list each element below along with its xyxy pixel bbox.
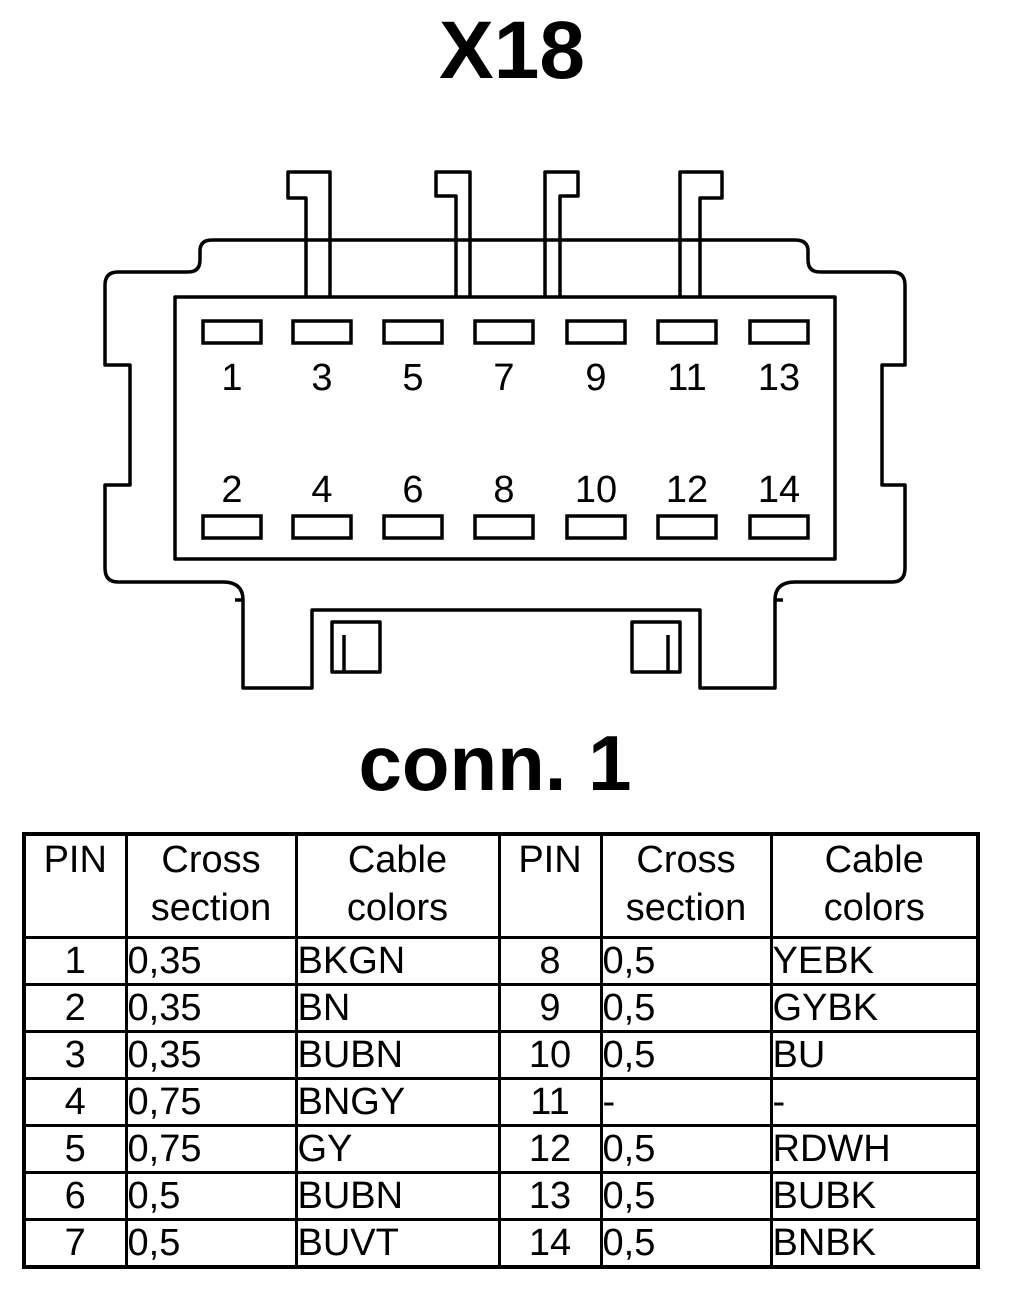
connector-id-title: X18 — [439, 5, 585, 96]
cross-section: 0,5 — [599, 1171, 773, 1221]
cross-section: 0,5 — [599, 983, 773, 1033]
pin-number: 1 — [22, 936, 128, 986]
pin-label: 10 — [575, 469, 617, 511]
pin-label: 14 — [758, 469, 800, 511]
cable-color: BUBN — [294, 1171, 501, 1221]
cross-section: 0,5 — [124, 1218, 298, 1269]
guide-peg — [330, 620, 382, 674]
cross-section: 0,5 — [599, 1218, 773, 1269]
cable-color: GYBK — [769, 983, 980, 1033]
pin-number: 11 — [497, 1077, 603, 1127]
cable-color: BUBK — [769, 1171, 980, 1221]
guide-peg — [630, 620, 682, 674]
cross-section: 0,35 — [124, 1030, 298, 1080]
header-pin: PIN — [22, 832, 128, 939]
pin-slot — [382, 514, 444, 540]
pin-row-bottom: 2 4 6 8 10 12 14 — [201, 469, 810, 540]
cross-section: 0,5 — [599, 1124, 773, 1174]
cable-color: YEBK — [769, 936, 980, 986]
table-row: 7 0,5 BUVT 14 0,5 BNBK — [22, 1218, 980, 1269]
pin-slot — [748, 319, 810, 345]
cross-section: 0,5 — [124, 1171, 298, 1221]
table-row: 6 0,5 BUBN 13 0,5 BUBK — [22, 1171, 980, 1221]
table-row: 3 0,35 BUBN 10 0,5 BU — [22, 1030, 980, 1080]
pin-number: 5 — [22, 1124, 128, 1174]
cable-color: GY — [294, 1124, 501, 1174]
pin-number: 12 — [497, 1124, 603, 1174]
pin-label: 5 — [402, 357, 423, 399]
pin-number: 4 — [22, 1077, 128, 1127]
pin-slot — [565, 319, 627, 345]
pin-number: 3 — [22, 1030, 128, 1080]
pin-slot — [382, 319, 444, 345]
cable-color: BNBK — [769, 1218, 980, 1269]
latch-tab — [543, 170, 580, 297]
cross-section: 0,35 — [124, 983, 298, 1033]
pin-slot — [656, 319, 718, 345]
pin-slot — [201, 514, 263, 540]
pin-label: 4 — [311, 469, 332, 511]
cable-color: BKGN — [294, 936, 501, 986]
pin-number: 2 — [22, 983, 128, 1033]
table-row: 5 0,75 GY 12 0,5 RDWH — [22, 1124, 980, 1174]
pin-label: 7 — [493, 357, 514, 399]
pin-slot — [565, 514, 627, 540]
pin-number: 7 — [22, 1218, 128, 1269]
cable-color: - — [769, 1077, 980, 1127]
pin-slot — [473, 319, 535, 345]
pin-slot — [201, 319, 263, 345]
pin-number: 6 — [22, 1171, 128, 1221]
table-row: 2 0,35 BN 9 0,5 GYBK — [22, 983, 980, 1033]
pin-label: 2 — [221, 469, 242, 511]
pin-slot — [291, 514, 353, 540]
pin-label: 6 — [402, 469, 423, 511]
latch-tab — [678, 170, 724, 297]
pin-slot — [656, 514, 718, 540]
cross-section: 0,35 — [124, 936, 298, 986]
cable-color: BNGY — [294, 1077, 501, 1127]
cable-color: RDWH — [769, 1124, 980, 1174]
header-pin: PIN — [497, 832, 603, 939]
pin-slot — [748, 514, 810, 540]
cable-color: BUBN — [294, 1030, 501, 1080]
cable-color: BU — [769, 1030, 980, 1080]
pin-label: 8 — [493, 469, 514, 511]
latch-tab — [286, 170, 332, 297]
pin-label: 11 — [667, 357, 706, 399]
cross-section: 0,5 — [599, 936, 773, 986]
pin-label: 9 — [585, 357, 606, 399]
pin-label: 3 — [311, 357, 332, 399]
connector-name-subtitle: conn. 1 — [358, 719, 632, 807]
pin-label: 1 — [221, 357, 242, 399]
table-row: 4 0,75 BNGY 11 - - — [22, 1077, 980, 1127]
pin-slot — [473, 514, 535, 540]
pin-number: 14 — [497, 1218, 603, 1269]
connector-housing-outline — [103, 238, 907, 690]
cable-color: BN — [294, 983, 501, 1033]
pin-label: 12 — [666, 469, 708, 511]
cross-section: 0,75 — [124, 1124, 298, 1174]
cross-section: - — [599, 1077, 773, 1127]
cable-color: BUVT — [294, 1218, 501, 1269]
pin-slot — [291, 319, 353, 345]
connector-face — [173, 295, 837, 561]
cross-section: 0,75 — [124, 1077, 298, 1127]
pin-number: 8 — [497, 936, 603, 986]
table-row: 1 0,35 BKGN 8 0,5 YEBK — [22, 936, 980, 986]
pin-number: 13 — [497, 1171, 603, 1221]
pin-number: 10 — [497, 1030, 603, 1080]
pin-number: 9 — [497, 983, 603, 1033]
pin-label: 13 — [758, 357, 800, 399]
cross-section: 0,5 — [599, 1030, 773, 1080]
latch-tab — [434, 170, 472, 297]
